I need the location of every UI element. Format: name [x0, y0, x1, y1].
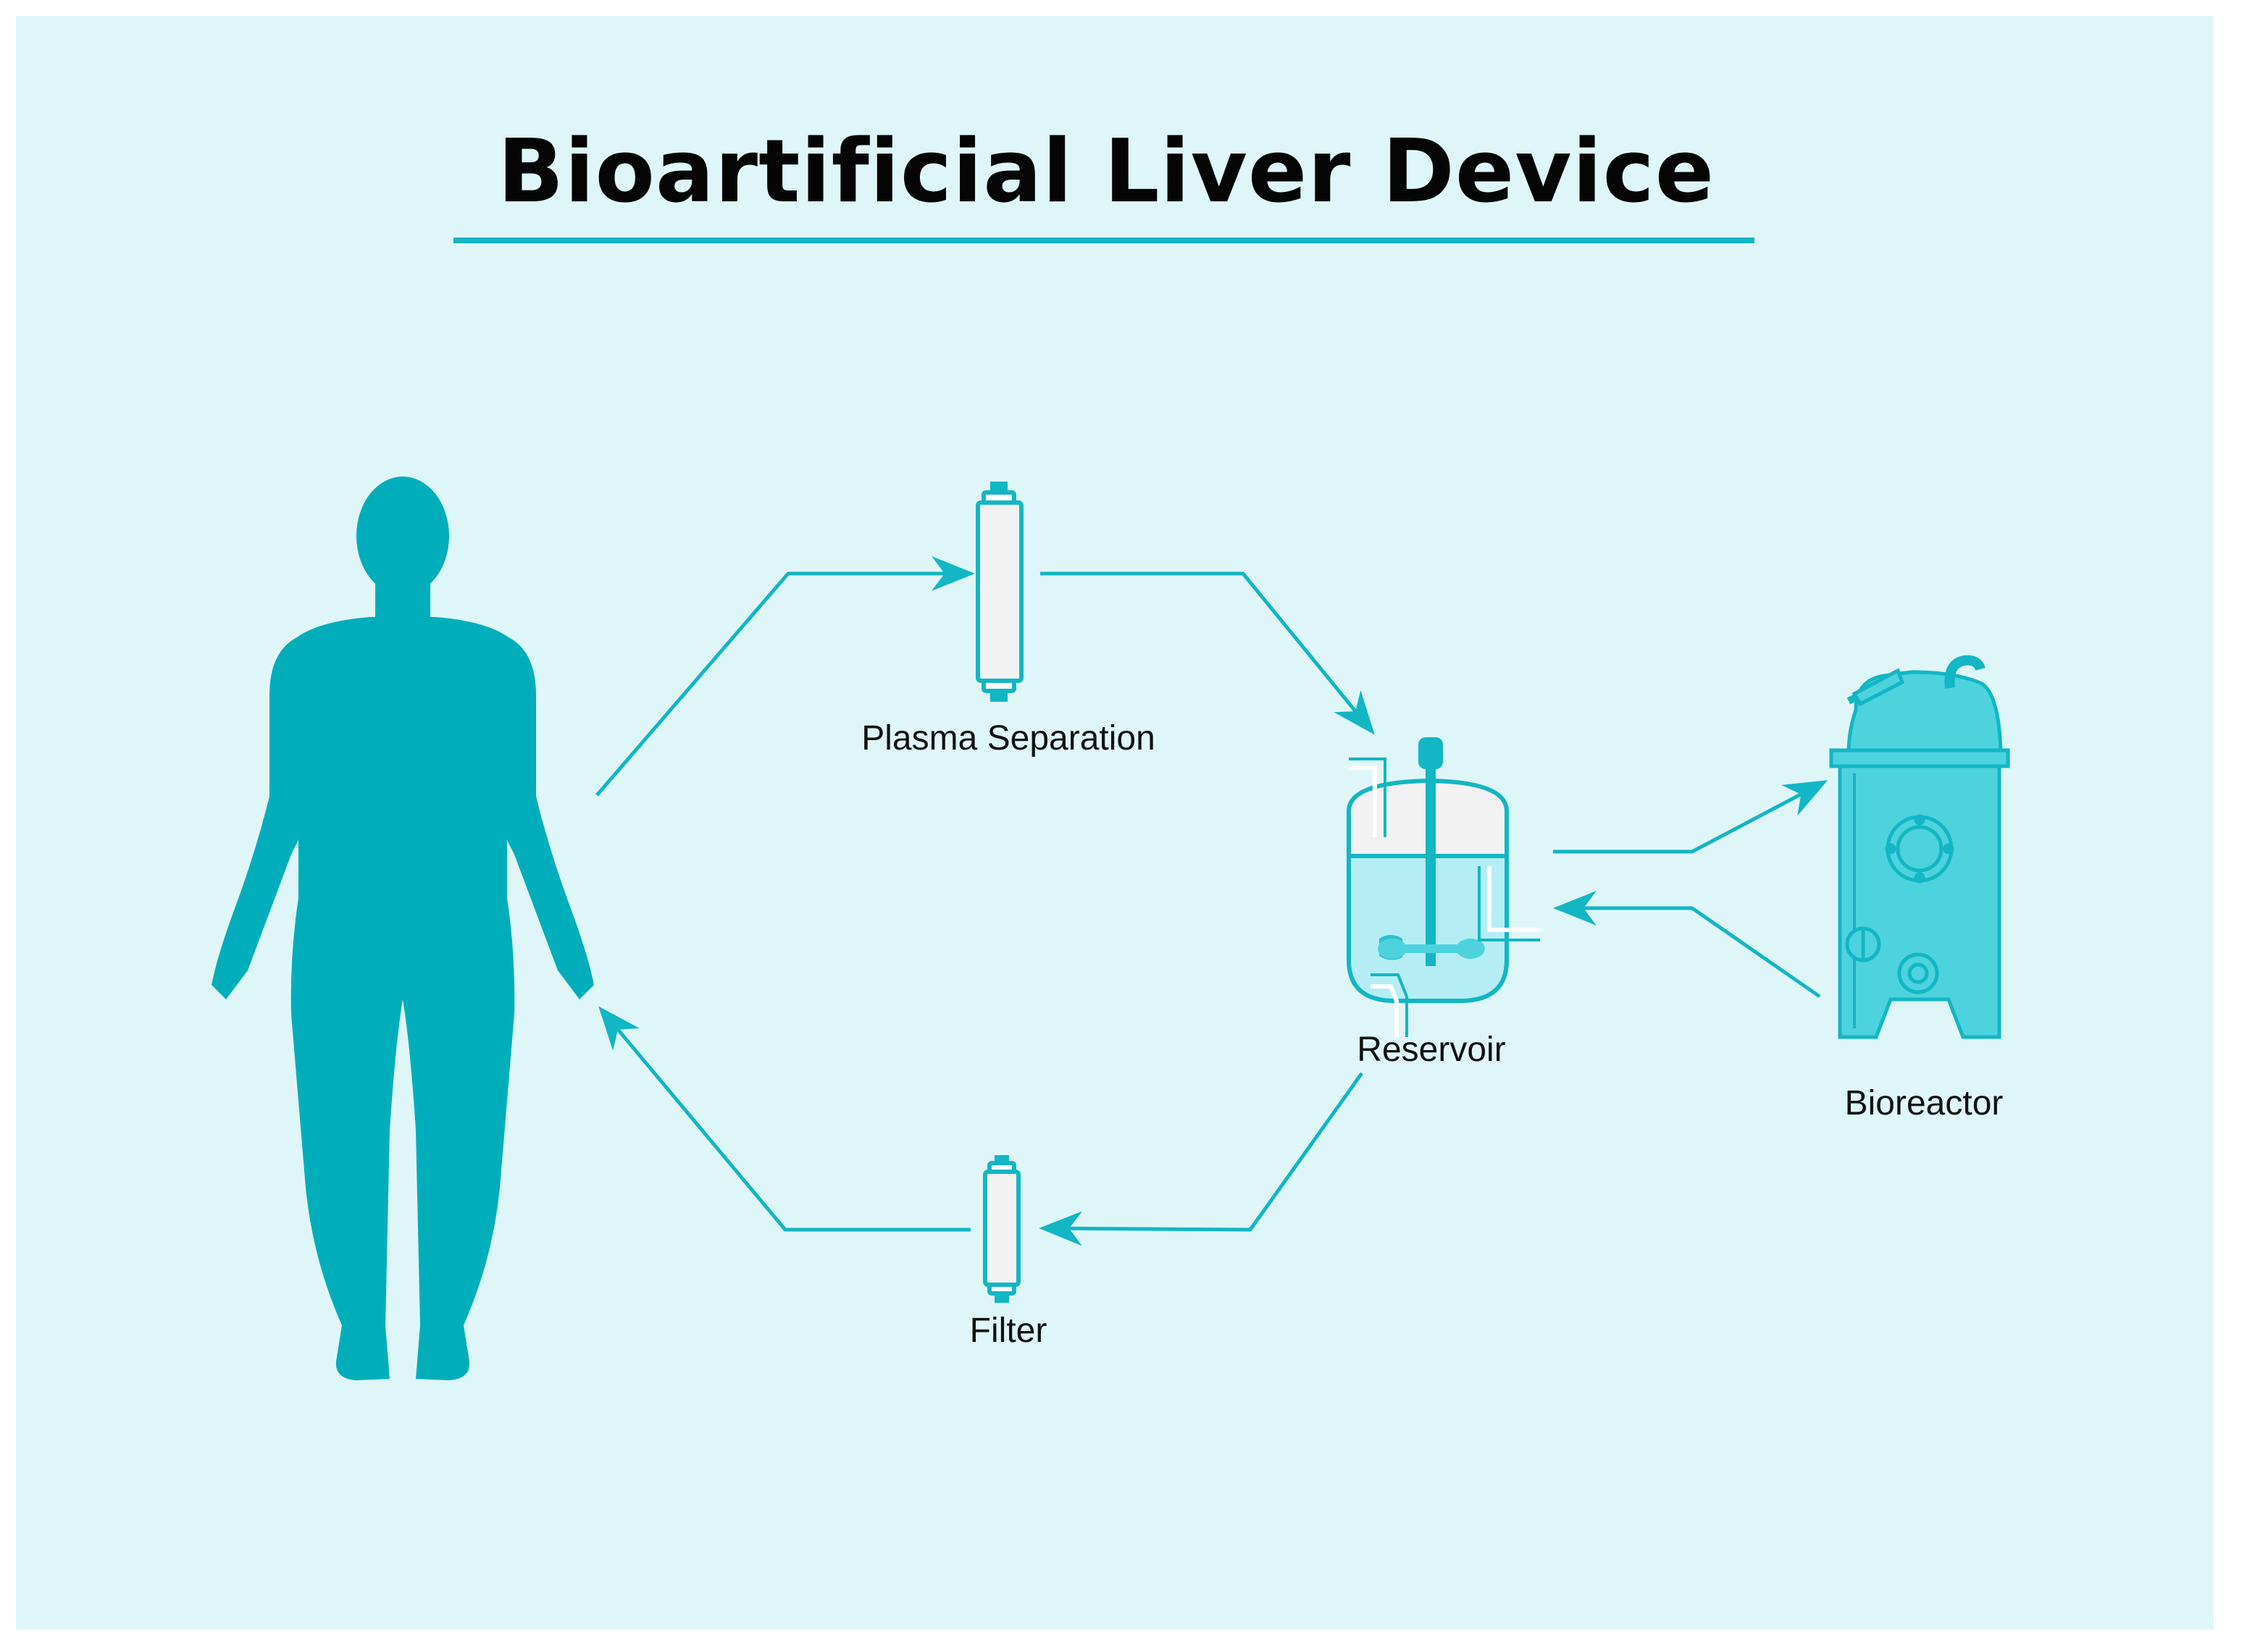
arrow-reservoir-to-bioreactor [1553, 780, 1828, 854]
reservoir-tank-icon [1347, 737, 1540, 1037]
arrow-plasma-separation-to-reservoir [1040, 571, 1375, 735]
arrow-reservoir-to-filter [1039, 1072, 1364, 1246]
plasma-separation-label: Plasma Separation [861, 719, 1155, 758]
human-silhouette-icon [212, 477, 594, 1380]
reservoir-label: Reservoir [1357, 1031, 1506, 1069]
flow-arrows [595, 556, 1828, 1246]
plasma-separator-cartridge-icon [976, 482, 1024, 702]
filter-label: Filter [969, 1312, 1047, 1350]
arrow-bioreactor-to-reservoir [1553, 891, 1821, 999]
bioreactor-icon [1829, 655, 2010, 1039]
arrow-filter-to-body [598, 1006, 971, 1232]
title-underline [453, 238, 1754, 243]
page-title: Bioartificial Liver Device [497, 122, 1715, 222]
arrow-body-to-plasma-separation [595, 556, 975, 797]
filter-cartridge-icon [983, 1155, 1021, 1303]
bioreactor-label: Bioreactor [1844, 1084, 2004, 1123]
